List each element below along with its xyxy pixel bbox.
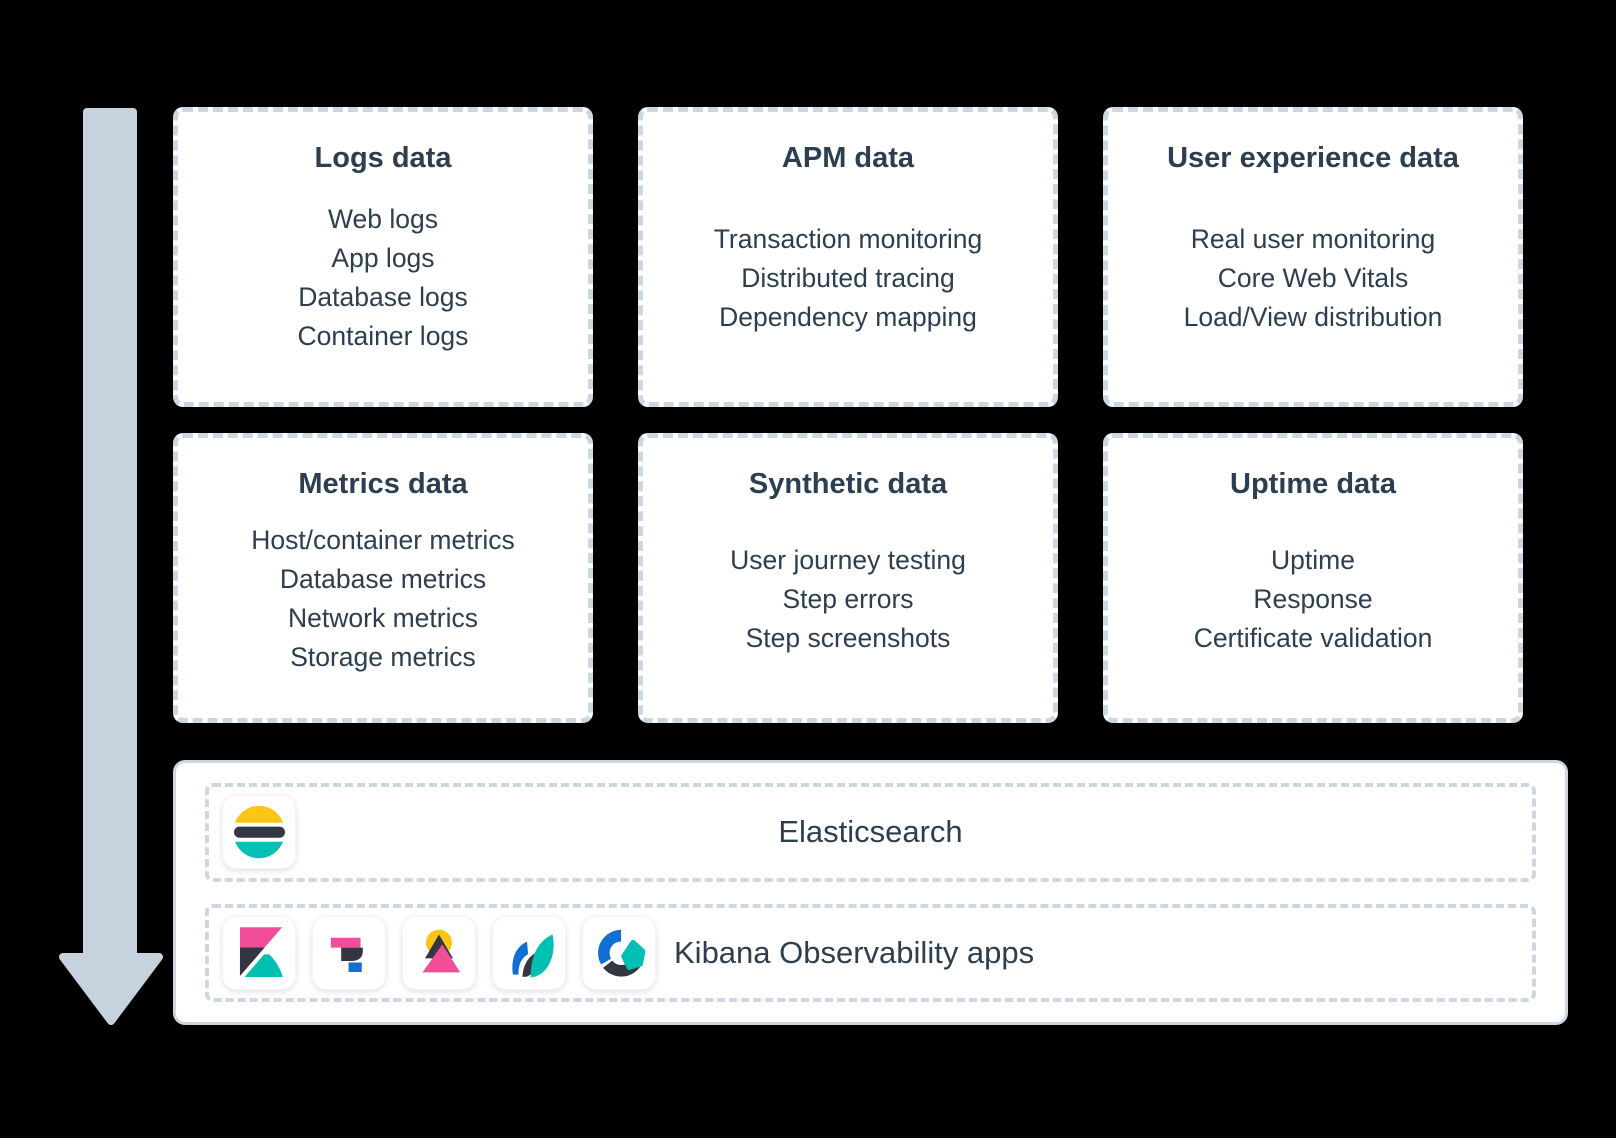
card-item: Network metrics [288,603,478,633]
metrics-app-icon [582,915,656,990]
card-item: Database logs [298,282,468,312]
card-title: APM data [781,142,915,174]
kibana-icon [222,915,296,990]
card-title: Metrics data [298,468,468,500]
elasticsearch-icon [222,795,296,870]
card-item: Certificate validation [1193,622,1433,653]
card-item: Storage metrics [290,642,476,672]
card-item: Uptime [1271,544,1355,575]
kibana-apps-row: Kibana Observability apps [205,903,1536,1002]
uptime-app-icon [402,915,476,990]
card-item: Step errors [782,583,914,614]
card-title: Logs data [314,142,452,174]
apm-app-icon [492,915,566,990]
card-item: Core Web Vitals [1217,262,1409,293]
elasticsearch-label: Elasticsearch [778,814,963,850]
card-item: User journey testing [730,544,966,575]
card-item: Dependency mapping [719,301,977,332]
card-title: Synthetic data [748,468,948,500]
kibana-apps-label: Kibana Observability apps [674,934,1035,970]
elasticsearch-row: Elasticsearch [205,783,1536,882]
card-item: App logs [331,243,435,273]
card-item: Real user monitoring [1190,223,1436,254]
card-title: Uptime data [1230,468,1396,500]
card-item: Host/container metrics [251,525,515,555]
card-item: Web logs [328,204,438,234]
card-item: Distributed tracing [741,262,955,293]
card-item: Database metrics [279,564,487,594]
card-item: Transaction monitoring [713,223,983,254]
card-item: Response [1253,583,1373,614]
card-title: User experience data [1167,142,1459,174]
data-card: User experience data Real user monitorin… [1103,107,1523,407]
card-item: Step screenshots [745,622,951,653]
card-item: Load/View distribution [1183,301,1443,332]
flow-arrow-down [59,108,163,1025]
card-item: Container logs [297,321,469,351]
elastic-platform-panel: Elasticsearch [173,760,1568,1025]
logs-app-icon [312,915,386,990]
